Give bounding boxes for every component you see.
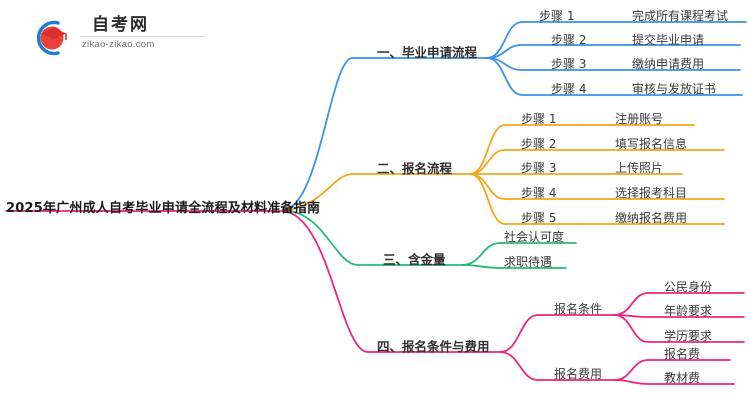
step-node-2-4[interactable]: 步骤 4 xyxy=(521,186,557,200)
subgroup-node-4-2[interactable]: 报名费用 xyxy=(554,367,603,381)
detail-node-2-1[interactable]: 注册账号 xyxy=(615,112,664,126)
leaf-node-4-1-1[interactable]: 公民身份 xyxy=(664,280,713,294)
site-logo: 自考网 zikao-zikao.com xyxy=(28,14,208,60)
graduation-cap-icon xyxy=(28,16,72,58)
detail-node-2-3[interactable]: 上传照片 xyxy=(615,161,664,175)
step-node-1-1[interactable]: 步骤 1 xyxy=(539,9,575,23)
detail-node-2-2[interactable]: 填写报名信息 xyxy=(615,137,688,151)
branch-node-4[interactable]: 四、报名条件与费用 xyxy=(377,339,490,354)
subgroup-node-4-1[interactable]: 报名条件 xyxy=(554,302,603,316)
detail-node-2-5[interactable]: 缴纳报名费用 xyxy=(615,211,688,225)
root-node[interactable]: 2025年广州成人自考毕业申请全流程及材料准备指南 xyxy=(6,201,321,216)
detail-node-2-4[interactable]: 选择报考科目 xyxy=(615,186,688,200)
detail-node-1-1[interactable]: 完成所有课程考试 xyxy=(632,9,729,23)
step-node-2-1[interactable]: 步骤 1 xyxy=(521,112,557,126)
branch-node-1[interactable]: 一、毕业申请流程 xyxy=(377,45,478,60)
leaf-node-4-1-3[interactable]: 学历要求 xyxy=(664,329,713,343)
leaf-node-3-1[interactable]: 社会认可度 xyxy=(504,230,565,244)
leaf-node-4-1-2[interactable]: 年龄要求 xyxy=(664,304,713,318)
logo-wordmark: 自考网 zikao-zikao.com xyxy=(80,14,204,53)
leaf-node-3-2[interactable]: 求职待遇 xyxy=(504,255,553,269)
step-node-1-4[interactable]: 步骤 4 xyxy=(551,82,587,96)
branch-node-2[interactable]: 二、报名流程 xyxy=(377,161,453,176)
logo-name-cn: 自考网 xyxy=(80,14,204,37)
leaf-node-4-2-2[interactable]: 教材费 xyxy=(664,371,701,385)
detail-node-1-3[interactable]: 缴纳申请费用 xyxy=(632,57,705,71)
step-node-1-2[interactable]: 步骤 2 xyxy=(551,33,587,47)
logo-name-en: zikao-zikao.com xyxy=(82,39,155,50)
step-node-1-3[interactable]: 步骤 3 xyxy=(551,57,587,71)
step-node-2-3[interactable]: 步骤 3 xyxy=(521,161,557,175)
detail-node-1-2[interactable]: 提交毕业申请 xyxy=(632,33,705,47)
step-node-2-2[interactable]: 步骤 2 xyxy=(521,137,557,151)
leaf-node-4-2-1[interactable]: 报名费 xyxy=(664,347,701,361)
branch-node-3[interactable]: 三、含金量 xyxy=(383,252,446,267)
detail-node-1-4[interactable]: 审核与发放证书 xyxy=(632,82,717,96)
step-node-2-5[interactable]: 步骤 5 xyxy=(521,211,557,225)
